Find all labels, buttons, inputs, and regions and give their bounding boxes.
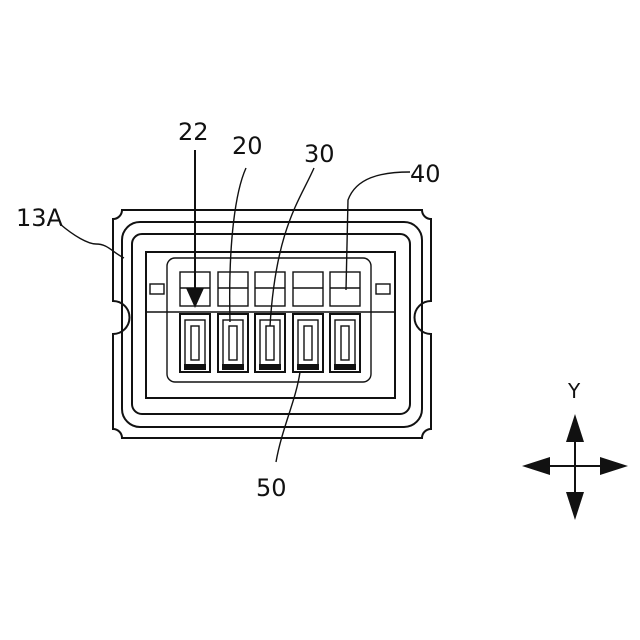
terminal-cell-2 bbox=[218, 314, 248, 372]
label-50: 50 bbox=[256, 474, 287, 502]
indicator-arrow-head bbox=[186, 288, 204, 308]
cap-slot-5 bbox=[330, 272, 360, 306]
right-key bbox=[376, 284, 390, 294]
axis-label-y: Y bbox=[567, 379, 581, 403]
cap-slot-4 bbox=[293, 272, 323, 306]
label-20: 20 bbox=[232, 132, 263, 160]
cap-slot-3 bbox=[255, 272, 285, 306]
leader-line-50 bbox=[276, 372, 300, 462]
label-30: 30 bbox=[304, 140, 335, 168]
left-key bbox=[150, 284, 164, 294]
leader-line-20 bbox=[230, 168, 246, 322]
arrow-up-icon bbox=[566, 414, 584, 442]
terminal-cell-4 bbox=[293, 314, 323, 372]
outer-housing-outline bbox=[113, 210, 431, 438]
arrow-left-icon bbox=[522, 457, 550, 475]
terminal-cell-1 bbox=[180, 314, 210, 372]
arrow-down-icon bbox=[566, 492, 584, 520]
inner-frame-inner bbox=[132, 234, 410, 414]
leader-line-30 bbox=[270, 168, 314, 326]
arrow-right-icon bbox=[600, 457, 628, 475]
label-22: 22 bbox=[178, 118, 209, 146]
cap-slot-2 bbox=[218, 272, 248, 306]
label-40: 40 bbox=[410, 160, 441, 188]
leader-line-13a bbox=[60, 224, 124, 258]
terminal-cell-5 bbox=[330, 314, 360, 372]
direction-cross-icon bbox=[522, 414, 628, 520]
label-13a: 13A bbox=[16, 204, 64, 232]
